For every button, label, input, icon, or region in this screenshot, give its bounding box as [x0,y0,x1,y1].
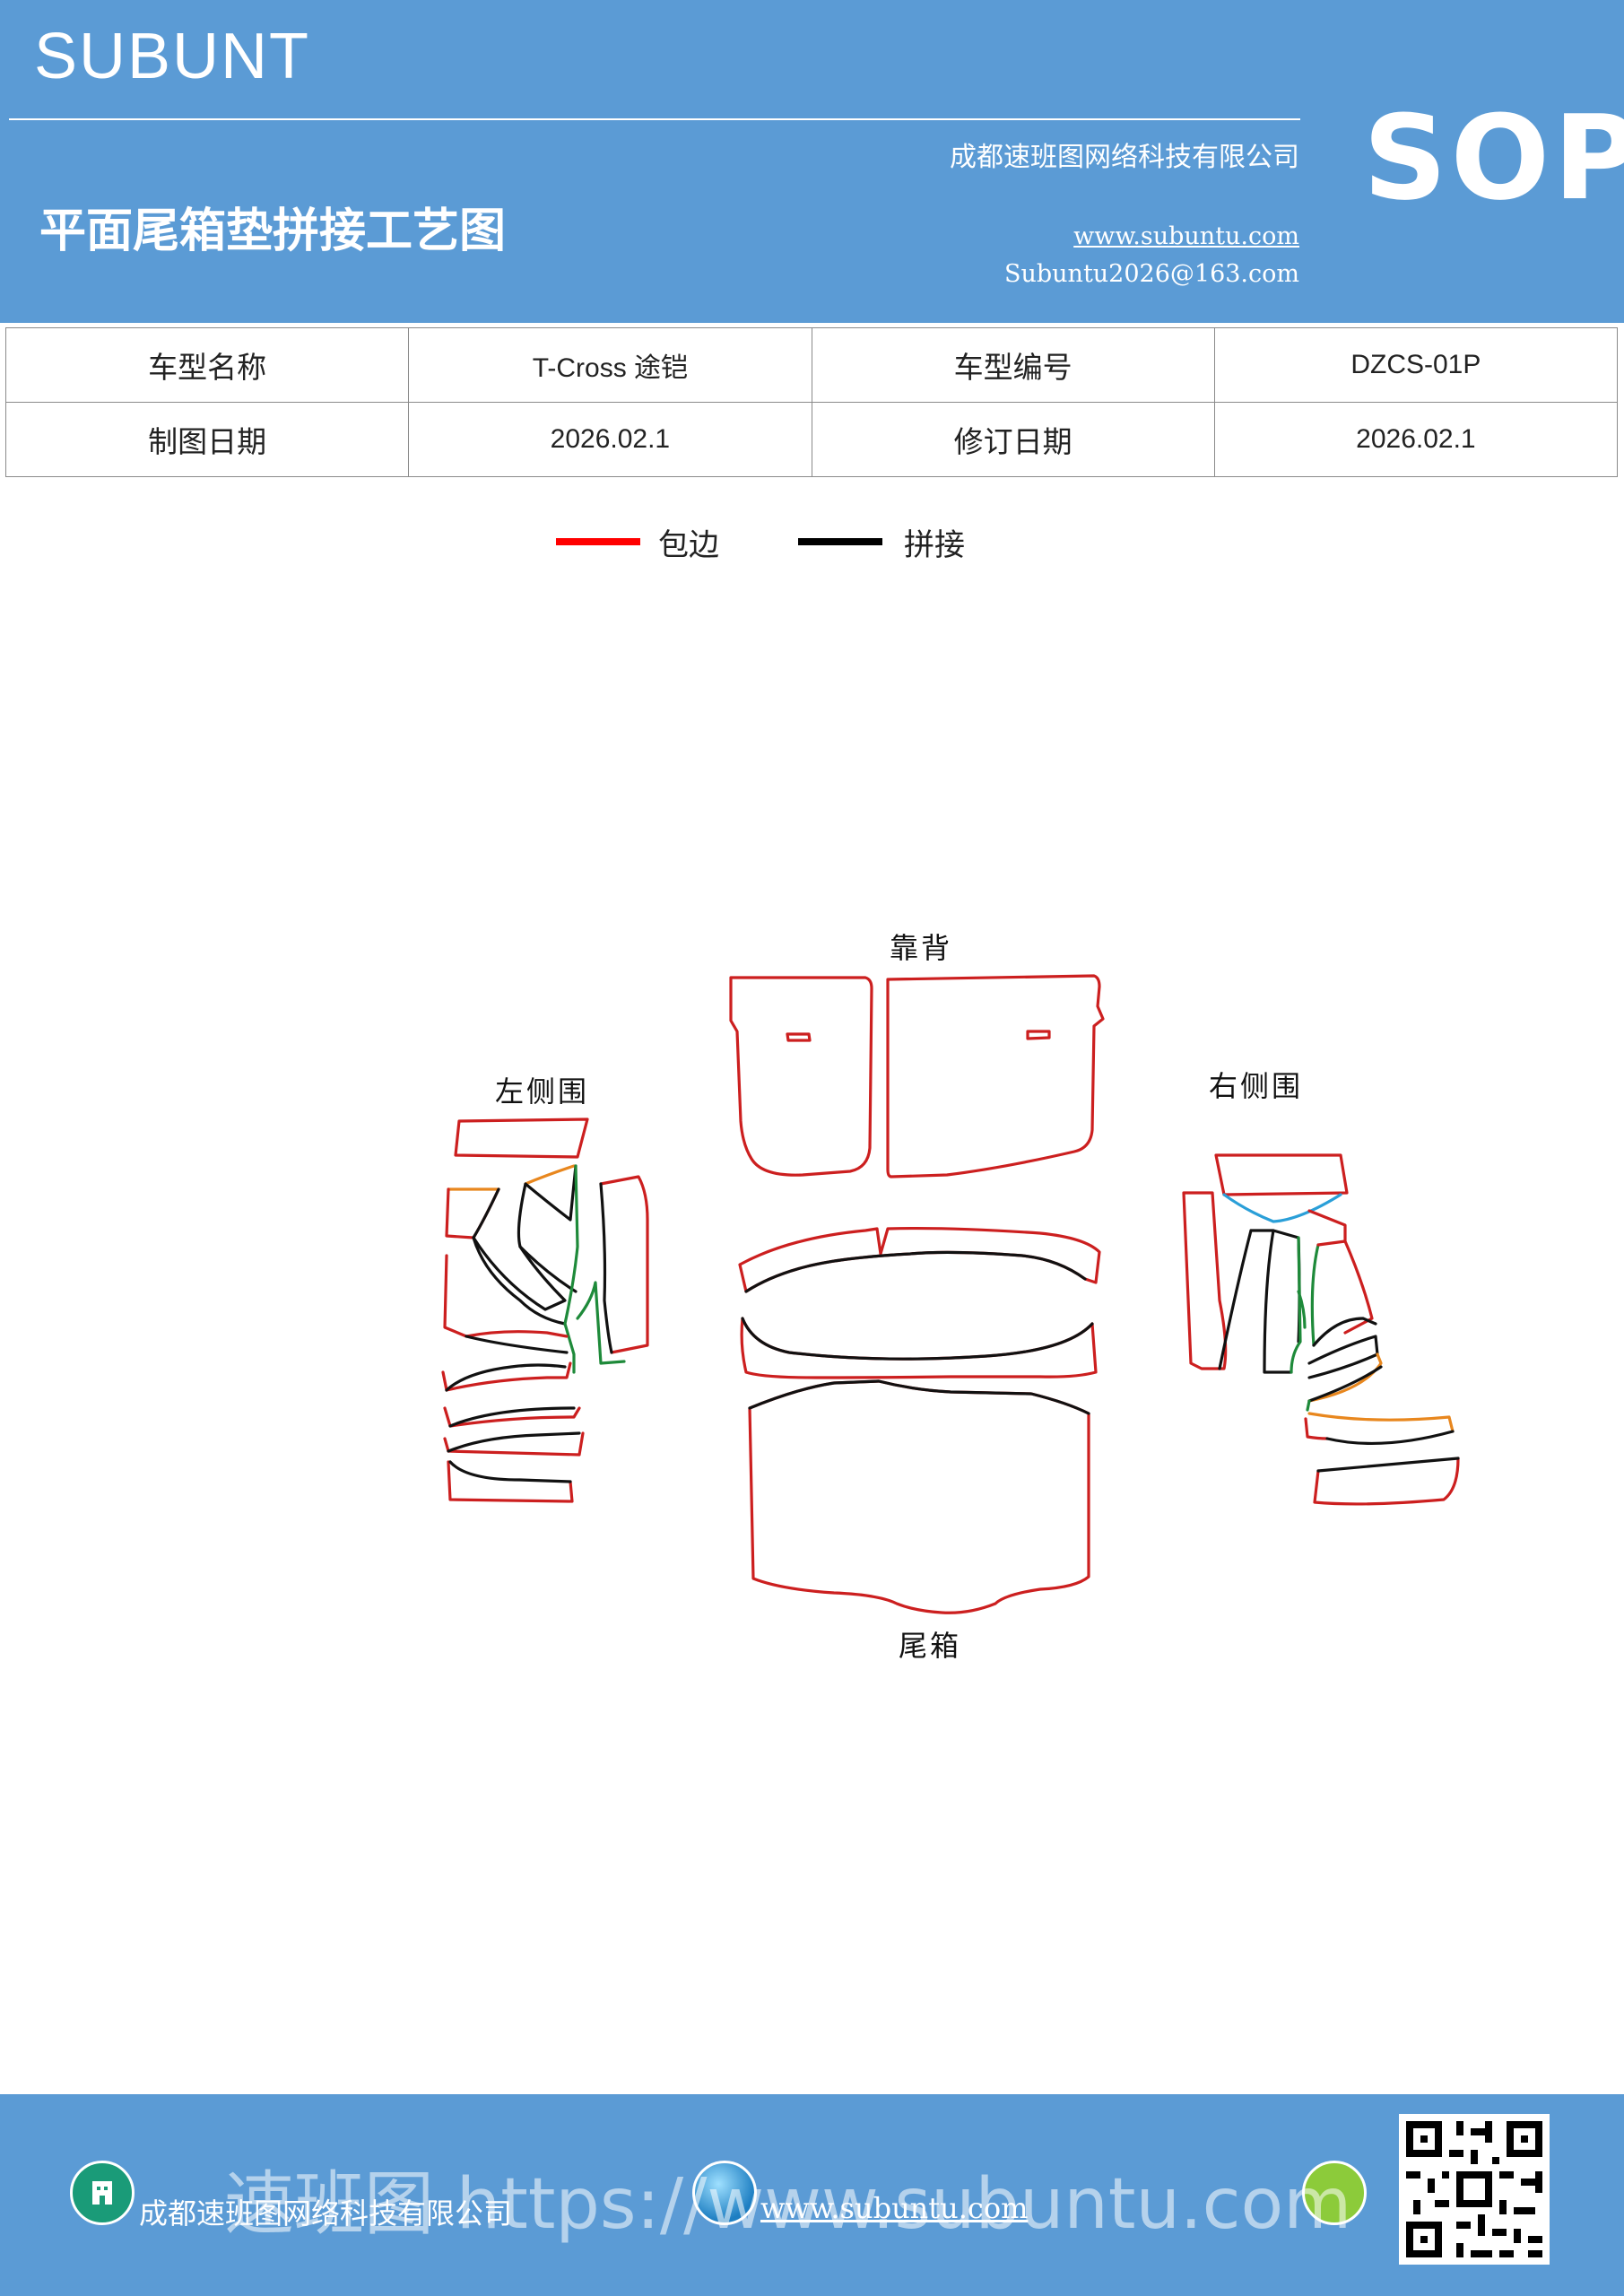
page-title: 平面尾箱垫拼接工艺图 [39,204,507,258]
label-backrest: 靠背 [890,931,953,965]
right-piece-green [1290,1236,1320,1374]
left-strip-1 [441,1361,572,1392]
value-revise-date: 2026.02.1 [1213,402,1619,477]
right-strip-4 [1313,1457,1460,1506]
left-strip-4-seam [448,1460,572,1483]
left-piece-mid-seam [465,1335,569,1354]
qr-code-image [1399,2114,1550,2265]
left-piece-mid [443,1254,569,1338]
right-piece-right-tall-seam [1312,1317,1377,1347]
footer-website-link[interactable]: www.subuntu.com [760,2191,1029,2225]
backrest-right-panel [886,974,1105,1178]
qr-code[interactable] [1399,2114,1550,2265]
legend-swatch-edge [556,538,640,545]
globe-icon [692,2161,757,2225]
table-row: 车型名称 T-Cross 途铠 车型编号 DZCS-01P [4,327,1619,403]
left-piece-orange-seam [447,1164,576,1191]
website-link[interactable]: www.subuntu.com [1073,222,1299,250]
left-strip-3 [443,1431,585,1457]
vehicle-info-table: 车型名称 T-Cross 途铠 车型编号 DZCS-01P 制图日期 2026.… [4,327,1619,477]
left-piece-right-tall [599,1175,649,1354]
right-strip-4-seam [1316,1457,1460,1473]
value-draw-date: 2026.02.1 [408,402,812,477]
right-piece-top [1214,1153,1349,1196]
left-piece-right-tall-seam [599,1182,613,1354]
splice-diagram: 靠背 左侧围 右侧围 尾箱 [413,924,1489,1686]
right-strip-green [1306,1399,1311,1412]
backrest-left-slot [786,1032,812,1042]
left-piece-top [454,1118,589,1159]
backrest-left-panel [729,976,873,1177]
right-strip-3-edge [1304,1417,1329,1440]
label-revise-date: 修订日期 [811,402,1215,477]
trunk-strip-mid-seam [741,1317,1094,1361]
right-piece-blue [1222,1193,1342,1223]
right-piece-left [1182,1191,1228,1370]
building-icon-glyph [92,2181,112,2205]
label-model-name: 车型名称 [4,327,410,403]
right-strip-2 [1307,1365,1383,1403]
trunk-floor-seam [748,1379,1090,1415]
footer-company: 成都速班图网络科技有限公司 [139,2196,513,2231]
wechat-icon [1302,2161,1367,2225]
legend-label-edge: 包边 [658,527,719,563]
right-strip-3-seam [1325,1430,1455,1446]
sop-mark: SOP [1363,90,1624,226]
watermark-text: 速班图 https://www.subuntu.com [224,2164,1352,2245]
table-row: 制图日期 2026.02.1 修订日期 2026.02.1 [4,402,1619,477]
right-strip-orange [1307,1352,1383,1403]
diagram-drawing [441,974,1460,1614]
trunk-strip-top-seam [744,1250,1087,1293]
right-piece-right-tall [1307,1209,1374,1335]
footer-banner: 成都速班图网络科技有限公司 www.subuntu.com 速班图 https:… [0,2094,1624,2296]
email-address: Subuntu2026@163.com [1004,260,1299,288]
label-trunk: 尾箱 [899,1629,962,1663]
brand-logo-text: SUBUNT [34,21,311,92]
left-piece-upper [445,1187,500,1239]
right-piece-center [1218,1229,1301,1374]
company-name: 成都速班图网络科技有限公司 [950,142,1299,173]
left-strip-2 [443,1406,581,1428]
label-draw-date: 制图日期 [4,402,410,477]
right-strip-1 [1307,1335,1379,1379]
left-piece-green [563,1164,626,1374]
left-strip-2-seam [448,1406,576,1428]
label-right-side: 右侧围 [1209,1069,1304,1103]
label-model-code: 车型编号 [811,327,1215,403]
value-model-name: T-Cross 途铠 [408,327,812,403]
trunk-floor [748,1379,1090,1614]
left-strip-3-seam [447,1431,581,1453]
left-piece-core [472,1164,578,1311]
header-divider [9,118,1300,120]
backrest-right-slot [1026,1030,1051,1040]
left-strip-1-seam [445,1363,567,1392]
label-left-side: 左侧围 [495,1074,590,1109]
value-model-code: DZCS-01P [1213,327,1619,403]
left-strip-4 [447,1460,574,1503]
right-strip-3 [1307,1412,1455,1433]
building-icon [70,2161,135,2225]
legend: 包边 拼接 [556,520,986,574]
left-piece-core-2 [472,1236,578,1326]
legend-label-seam: 拼接 [904,527,965,563]
header-banner: SUBUNT 成都速班图网络科技有限公司 平面尾箱垫拼接工艺图 www.subu… [0,0,1624,323]
legend-swatch-seam [798,538,882,545]
